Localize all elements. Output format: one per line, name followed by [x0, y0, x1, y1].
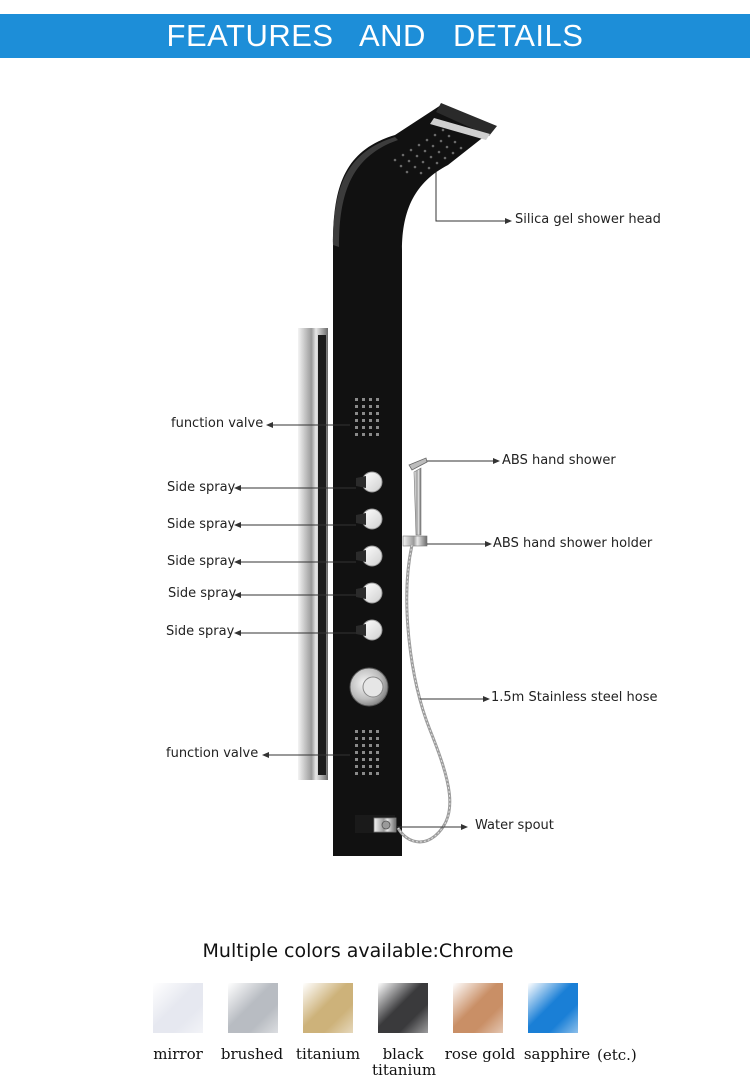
swatch-label-sapphire: sapphire	[523, 1045, 591, 1063]
side-spray-knob	[356, 508, 383, 530]
leader-line	[427, 458, 500, 464]
swatch-label-mirror: mirror	[153, 1045, 203, 1063]
etc-label: (etc.)	[597, 1046, 637, 1064]
label-shower-head: Silica gel shower head	[515, 212, 661, 227]
label-function-valve-bottom: function valve	[166, 746, 259, 761]
swatch-label-black-titanium: black titanium	[358, 1046, 448, 1078]
label-side-spray-5: Side spray	[166, 624, 235, 639]
hand-shower-holder	[402, 535, 428, 547]
swatch-rose-gold	[453, 983, 503, 1033]
swatch-titanium	[303, 983, 353, 1033]
label-hose: 1.5m Stainless steel hose	[491, 690, 658, 705]
leader-line	[234, 522, 356, 528]
swatch-black-titanium	[378, 983, 428, 1033]
stainless-hose	[396, 544, 452, 844]
side-spray-knob	[356, 545, 383, 567]
leader-line	[234, 592, 356, 598]
swatch-label-titanium: titanium	[295, 1045, 361, 1063]
leader-line	[435, 172, 512, 224]
hand-shower	[408, 457, 428, 536]
massage-jets-bottom	[355, 730, 379, 775]
leader-line	[427, 541, 492, 547]
swatch-label-black-titanium-text: black titanium	[372, 1045, 437, 1079]
leader-line	[234, 485, 356, 491]
leader-line	[234, 630, 356, 636]
hose-highlight	[397, 544, 451, 843]
colors-title: Multiple colors available:Chrome	[202, 940, 514, 962]
label-side-spray-1: Side spray	[167, 480, 236, 495]
side-spray-knob	[356, 619, 383, 641]
swatch-sapphire	[528, 983, 578, 1033]
label-side-spray-2: Side spray	[167, 517, 236, 532]
swatch-mirror	[153, 983, 203, 1033]
chrome-side-strip	[298, 328, 328, 780]
massage-jets-top	[355, 398, 379, 436]
side-spray-knob	[356, 471, 383, 493]
page-title: FEATURES AND DETAILS	[166, 18, 584, 53]
swatch-label-brushed: brushed	[220, 1045, 284, 1063]
label-side-spray-3: Side spray	[167, 554, 236, 569]
label-hand-shower: ABS hand shower	[502, 453, 616, 468]
label-function-valve-top: function valve	[171, 416, 264, 431]
leader-line	[234, 559, 356, 565]
leader-line	[262, 752, 350, 758]
leader-line	[396, 824, 468, 830]
swatch-brushed	[228, 983, 278, 1033]
shower-head-nozzles	[393, 128, 463, 175]
side-spray-knob	[356, 582, 383, 604]
mixer-knob	[349, 667, 389, 707]
header-banner: FEATURES AND DETAILS	[0, 14, 750, 58]
swatch-label-rose-gold: rose gold	[444, 1045, 516, 1063]
leader-line	[266, 422, 350, 428]
label-water-spout: Water spout	[475, 818, 554, 833]
leader-line	[420, 696, 490, 702]
water-spout	[355, 815, 397, 833]
label-hand-shower-holder: ABS hand shower holder	[493, 536, 653, 551]
label-side-spray-4: Side spray	[168, 586, 237, 601]
